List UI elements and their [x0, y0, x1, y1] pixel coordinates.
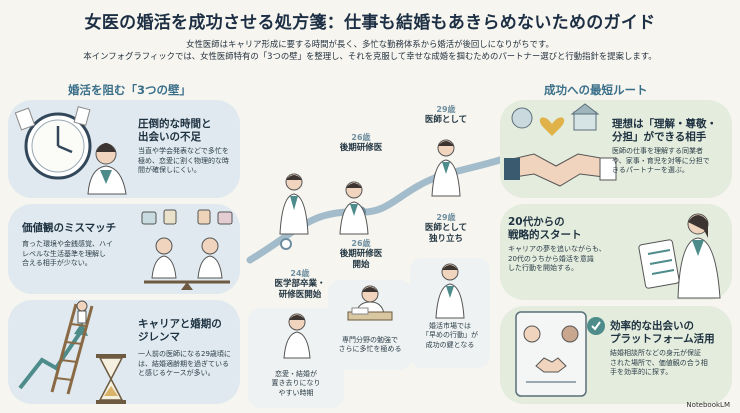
- stage-24-label-1: 医学部卒業・: [274, 279, 326, 289]
- right-section-heading: 成功への最短ルート: [544, 83, 648, 97]
- stage-26-label-1: 後期研修医: [339, 249, 383, 259]
- stage-29: 29歳 医師として 独り立ち: [416, 212, 476, 244]
- wall-3-title-2: ジレンマ: [138, 331, 180, 344]
- stage-24-label-2: 研修医開始: [278, 289, 322, 300]
- note-1-line-2: 置き去りになり: [271, 379, 321, 388]
- wall-1-body-2: 極め、恋愛に割く物理的な時: [138, 156, 229, 165]
- left-section-heading: 婚活を阻む「3つの壁」: [68, 83, 192, 97]
- route-1-text: 理想は「理解・尊敬・ 分担」ができる相手 医師の仕事を理解する同業者 や、家事・…: [612, 118, 730, 176]
- stage-29-top: 29歳 医師として: [416, 104, 476, 126]
- route-3-text: 効率的な出会いの プラットフォーム活用 結婚相談所などの身元が保証 された場所で…: [610, 320, 730, 378]
- wall-1-body-3: 間が確保しにくい。: [138, 166, 201, 175]
- matching-platform-icon: [515, 311, 605, 397]
- wall-3-body-2: は、結婚適齢期を過ぎている: [138, 359, 229, 368]
- stage-24: 24歳 医学部卒業・ 研修医開始: [270, 268, 330, 300]
- route-2-title-2: 戦略的スタート: [508, 229, 582, 242]
- wall-1-text: 圧倒的な時間と 出会いの不足 当直や学会発表などで多忙を 極め、恋愛に割く物理的…: [138, 118, 238, 176]
- note-3-line-3: 成功の鍵となる: [425, 340, 475, 349]
- note-3-text: 婚活市場では 「早めの行動」が 成功の鍵となる: [412, 322, 488, 350]
- route-3-body-2: された場所で、価値観の合う相: [610, 358, 708, 367]
- stage-29-label-1: 医師として: [424, 223, 468, 233]
- note-1-text: 恋愛・結婚が 置き去りになり やすい時期: [250, 370, 342, 398]
- stage-26-top: 26歳 後期研修医: [330, 132, 392, 154]
- route-2-title-1: 20代からの: [508, 216, 565, 228]
- route-1-body-2: や、家事・育児を対等に分担で: [612, 156, 710, 165]
- wall-2-text: 価値観のミスマッチ 育った環境や金銭感覚、ハイ レベルな生活基準を理解し 合える…: [22, 222, 140, 268]
- note-3-line-2: 「早めの行動」が: [422, 331, 478, 340]
- stage-29-label-2: 独り立ち: [428, 233, 463, 244]
- wall-2-body-2: レベルな生活基準を理解し: [22, 249, 106, 258]
- doctor-figure-24: [279, 173, 309, 235]
- wall-1-body-1: 当直や学会発表などで多忙を: [138, 147, 229, 156]
- doctor-worried-icon: [283, 313, 311, 359]
- note-3-line-1: 婚活市場では: [429, 322, 471, 330]
- studying-doctor-icon: [347, 285, 393, 321]
- route-3-body-1: 結婚相談所などの身元が保証: [610, 349, 701, 358]
- note-1-line-1: 恋愛・結婚が: [275, 370, 317, 378]
- stage-29-top-age: 29歳: [436, 105, 456, 114]
- wall-2-title-1: 価値観のミスマッチ: [22, 222, 117, 234]
- doctor-figure-29: [431, 139, 461, 197]
- notebooklm-watermark: NotebookLM: [686, 401, 730, 409]
- wall-1-title-2: 出会いの不足: [138, 131, 201, 144]
- wall-3-body-1: 一人前の医師になる29歳頃に: [138, 350, 231, 359]
- route-1-body-1: 医師の仕事を理解する同業者: [612, 147, 703, 156]
- note-2-text: 専門分野の勉強で さらに多忙を極める: [330, 336, 410, 355]
- route-3-title-1: 効率的な出会いの: [610, 320, 694, 332]
- route-2-body-2: 20代のうちから婚活を意識: [508, 254, 594, 263]
- note-2-line-2: さらに多忙を極める: [338, 345, 402, 354]
- route-1-body-3: きるパートナーを選ぶ。: [612, 166, 689, 175]
- route-2-text: 20代からの 戦略的スタート キャリアの夢を追いながらも、 20代のうちから婚活…: [508, 216, 636, 274]
- route-2-body-1: キャリアの夢を追いながらも、: [508, 245, 606, 254]
- doctor-planner-icon: [638, 213, 721, 299]
- stage-26-top-label: 後期研修医: [339, 143, 383, 153]
- stage-26-age: 26歳: [351, 239, 371, 248]
- scale-mismatch-icon: [141, 209, 233, 290]
- wall-1-title-1: 圧倒的な時間と: [138, 118, 212, 130]
- route-3-title-2: プラットフォーム活用: [610, 333, 715, 346]
- stage-26-top-age: 26歳: [351, 133, 371, 142]
- wall-3-title-1: キャリアと婚期の: [138, 318, 222, 330]
- note-1-line-3: やすい時期: [278, 388, 314, 397]
- note-2-line-1: 専門分野の勉強で: [342, 336, 398, 344]
- handshake-icon: [504, 103, 617, 187]
- wall-2-body-1: 育った環境や金銭感覚、ハイ: [22, 240, 113, 249]
- subtitle-line-1: 女性医師はキャリア形成に要する時間が長く、多忙な勤務体系から婚活が後回しになりが…: [186, 39, 554, 49]
- route-panel-1: [500, 100, 732, 198]
- stage-29-top-label: 医師として: [424, 115, 468, 125]
- stage-26: 26歳 後期研修医 開始: [330, 238, 392, 270]
- subtitle-line-2: 本インフォグラフィックでは、女性医師特有の「3つの壁」を整理し、それを克服して幸…: [83, 51, 657, 61]
- wall-3-text: キャリアと婚期の ジレンマ 一人前の医師になる29歳頃に は、結婚適齢期を過ぎて…: [138, 318, 238, 379]
- page-title: 女医の婚活を成功させる処方箋：仕事も結婚もあきらめないためのガイド: [84, 13, 656, 33]
- clock-doctor-icon: [14, 106, 127, 195]
- stage-26-label-2: 開始: [352, 259, 370, 270]
- wall-2-body-3: 合える相手が少ない。: [22, 259, 92, 267]
- stage-29-age: 29歳: [436, 213, 456, 222]
- stage-24-age: 24歳: [290, 269, 310, 278]
- doctor-figure-26: [339, 181, 369, 235]
- confident-doctor-icon: [435, 263, 465, 319]
- route-1-title-1: 理想は「理解・尊敬・: [612, 118, 717, 130]
- wall-panel-3: [8, 300, 240, 404]
- route-3-body-3: 手を効率的に探す。: [610, 368, 673, 377]
- wall-3-body-3: と感じるケースが多い。: [138, 369, 215, 378]
- route-2-body-3: した行動を開始する。: [508, 264, 578, 273]
- ladder-hourglass-icon: [18, 300, 126, 404]
- route-1-title-2: 分担」ができる相手: [612, 131, 707, 144]
